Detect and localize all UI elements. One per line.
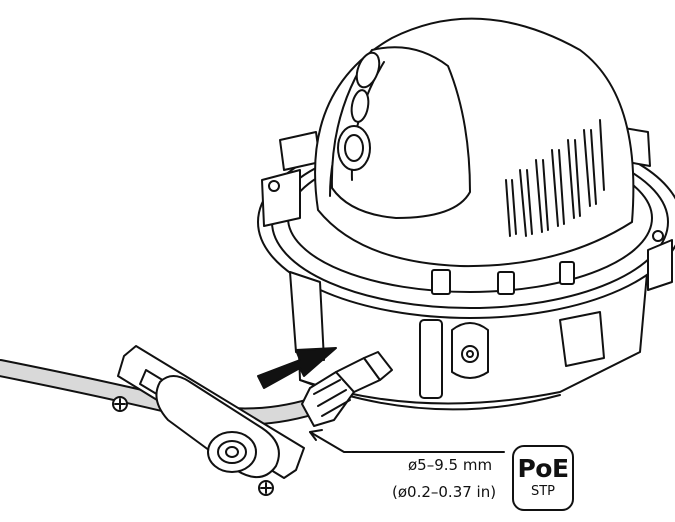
insertion-arrow: [257, 347, 337, 389]
poe-badge: PoE STP: [512, 445, 574, 511]
cable-gasket-plate: [112, 345, 305, 496]
cable-diameter-metric: ø5–9.5 mm: [408, 456, 493, 474]
camera-dome: [314, 17, 635, 268]
rj45-connector: [301, 351, 393, 427]
stp-label: STP: [530, 484, 556, 499]
dimension-leader: [309, 429, 505, 453]
poe-label: PoE: [517, 454, 569, 483]
cable-diameter-imperial: (ø0.2–0.37 in): [392, 483, 497, 501]
